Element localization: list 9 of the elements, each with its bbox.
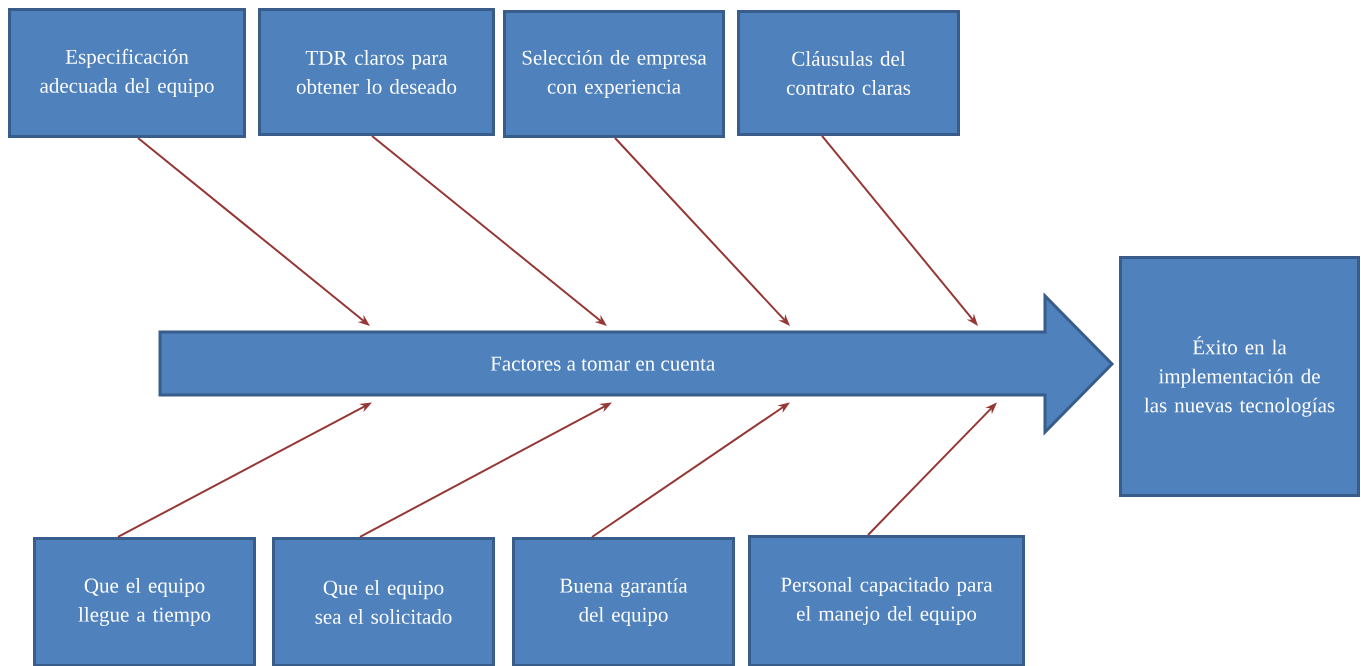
cause-box: Que el equipo llegue a tiempo: [33, 537, 256, 666]
cause-box: Selección de empresa con experiencia: [503, 10, 725, 138]
cause-box: Especificación adecuada del equipo: [8, 8, 246, 138]
effect-box: Éxito en la implementación de las nuevas tecnologías: [1119, 256, 1360, 497]
cause-box: Buena garantía del equipo: [512, 537, 735, 666]
cause-box: Cláusulas del contrato claras: [737, 10, 960, 136]
cause-box: TDR claros para obtener lo deseado: [258, 8, 495, 136]
cause-box: Que el equipo sea el solicitado: [272, 537, 495, 666]
cause-box: Personal capacitado para el manejo del equipo: [748, 535, 1025, 666]
